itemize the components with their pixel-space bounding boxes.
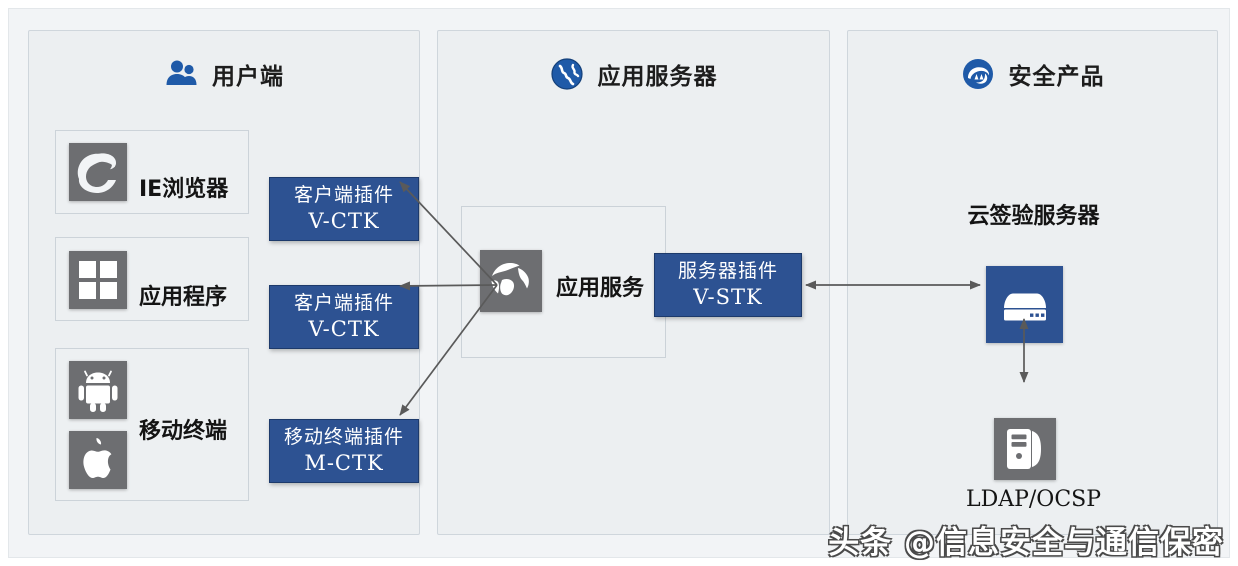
panel-app-server: 应用服务器 应用服务 服务器插件 V-STK: [437, 30, 830, 535]
plugin-app-vctk-line1: 客户端插件: [293, 292, 394, 314]
panel-security-product-header: 安全产品: [848, 57, 1217, 91]
directory-label: LDAP/OCSP: [965, 487, 1102, 512]
tower-server-icon: [994, 418, 1056, 480]
swoosh-logo-icon: [961, 57, 995, 91]
world-globe-icon: [480, 250, 542, 312]
globe-icon: [550, 57, 584, 91]
android-icon: [69, 361, 127, 419]
client-label-application: 应用程序: [139, 285, 228, 310]
panel-client-title: 用户端: [212, 64, 284, 90]
panel-app-server-header: 应用服务器: [438, 57, 829, 91]
watermark-text: 头条 @信息安全与通信保密: [828, 525, 1224, 561]
client-label-ie: IE浏览器: [139, 177, 229, 202]
windows-app-icon: [69, 251, 127, 309]
panel-security-product: 安全产品 云签验服务器: [847, 30, 1218, 535]
plugin-app-vctk-line2: V-CTK: [308, 316, 380, 341]
plugin-mobile-mctk: 移动终端插件 M-CTK: [269, 419, 419, 483]
cloud-server-label: 云签验服务器: [967, 204, 1100, 229]
apple-icon: [69, 431, 127, 489]
client-label-mobile: 移动终端: [139, 419, 228, 444]
app-service-label: 应用服务: [556, 276, 645, 301]
plugin-app-vctk: 客户端插件 V-CTK: [269, 285, 419, 349]
plugin-server-vstk: 服务器插件 V-STK: [654, 253, 802, 317]
plugin-ie-vctk: 客户端插件 V-CTK: [269, 177, 419, 241]
internet-explorer-icon: [69, 143, 127, 201]
panel-security-product-title: 安全产品: [1008, 64, 1105, 90]
plugin-mobile-mctk-line2: M-CTK: [304, 450, 384, 475]
panel-client: 用户端 IE浏览器 客户端插件 V-CTK: [28, 30, 420, 535]
plugin-ie-vctk-line2: V-CTK: [308, 208, 380, 233]
plugin-server-vstk-line2: V-STK: [693, 284, 763, 309]
panel-client-header: 用户端: [29, 57, 419, 91]
people-icon: [164, 57, 198, 91]
server-appliance-icon: [986, 266, 1063, 343]
panel-app-server-title: 应用服务器: [597, 64, 718, 90]
plugin-mobile-mctk-line1: 移动终端插件: [283, 426, 404, 448]
plugin-server-vstk-line1: 服务器插件: [677, 260, 778, 282]
plugin-ie-vctk-line1: 客户端插件: [293, 184, 394, 206]
